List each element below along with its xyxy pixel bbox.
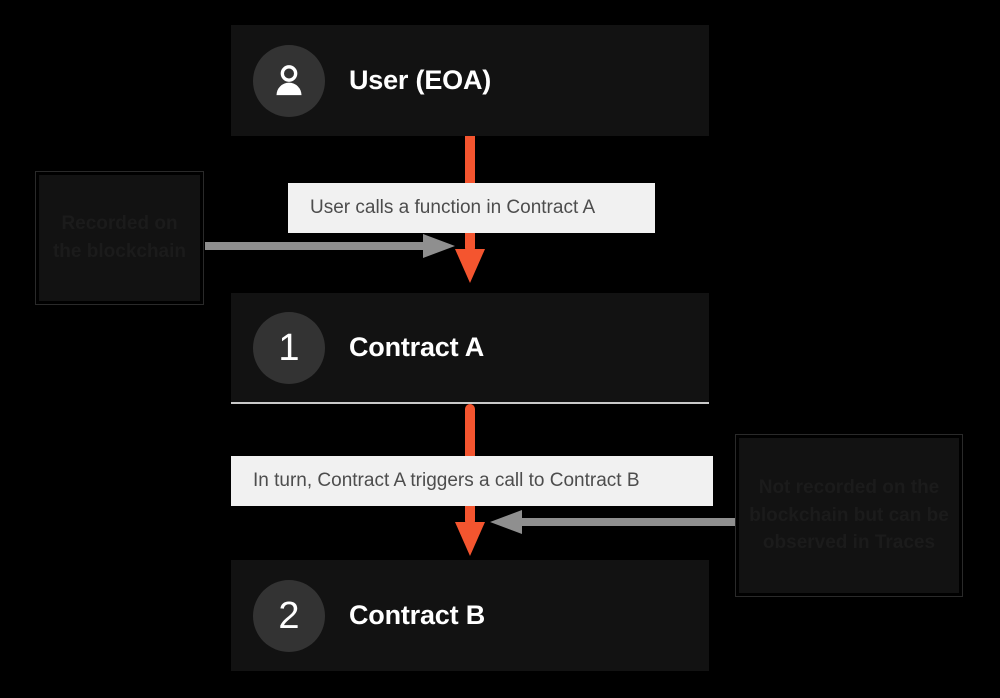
- annotation-left-text: Recorded on the blockchain: [52, 213, 187, 262]
- pointer-arrow-right: [490, 510, 740, 534]
- node-contract-a-badge: 1: [253, 311, 325, 384]
- annotation-recorded-on-blockchain: Recorded on the blockchain: [35, 171, 204, 305]
- user-avatar-badge: [253, 44, 325, 117]
- pointer-arrow-left: [205, 234, 455, 258]
- caption-user-calls-contract-a: User calls a function in Contract A: [288, 183, 655, 233]
- node-contract-b-label: Contract B: [349, 600, 486, 630]
- node-contract-b[interactable]: 2 Contract B: [231, 560, 709, 671]
- node-contract-b-badge: 2: [253, 579, 325, 652]
- node-user[interactable]: User (EOA): [231, 25, 709, 136]
- node-contract-a[interactable]: 1 Contract A: [231, 293, 709, 404]
- node-contract-a-label: Contract A: [349, 332, 485, 362]
- person-icon: [276, 64, 302, 95]
- annotation-right-text: Not recorded on the blockchain but can b…: [749, 477, 949, 554]
- annotation-not-recorded-traces: Not recorded on the blockchain but can b…: [735, 434, 963, 597]
- caption-contract-a-triggers-contract-b: In turn, Contract A triggers a call to C…: [231, 456, 713, 506]
- node-user-label: User (EOA): [349, 65, 492, 95]
- caption-1-text: User calls a function in Contract A: [310, 197, 596, 218]
- caption-2-text: In turn, Contract A triggers a call to C…: [253, 470, 640, 491]
